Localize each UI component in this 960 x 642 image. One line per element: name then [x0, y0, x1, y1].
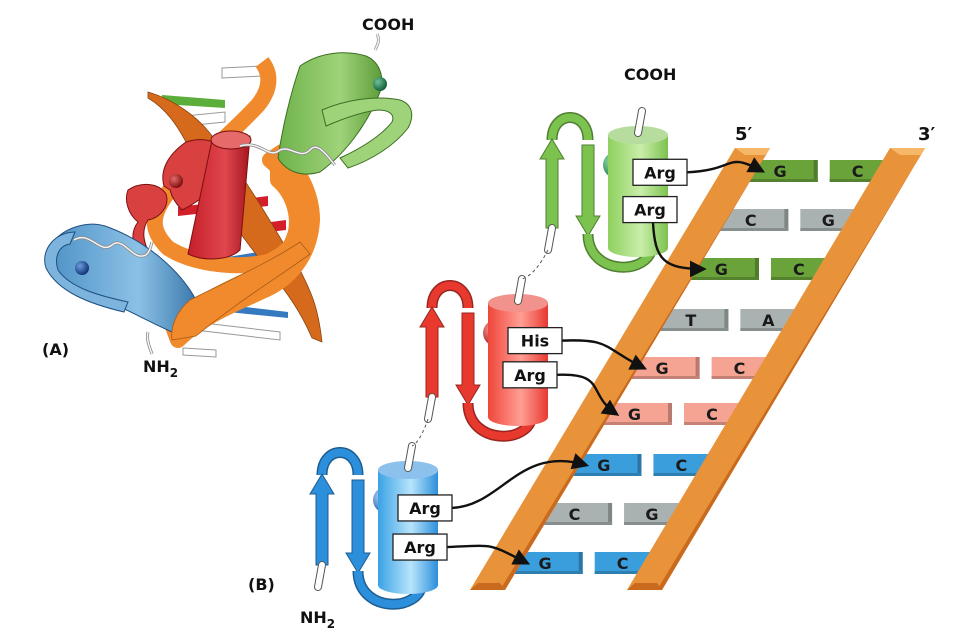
contact-arrow — [561, 339, 648, 370]
base-letter: T — [685, 311, 696, 330]
finger-linker — [521, 249, 549, 280]
base-letter: C — [617, 554, 629, 573]
base-letter: C — [675, 456, 687, 475]
beta-strand-down — [575, 144, 601, 237]
contact-arrow — [446, 544, 531, 565]
residue-contact-arg: Arg — [622, 195, 707, 278]
zinc-ion-blue — [75, 261, 89, 275]
base-letter: C — [734, 359, 746, 378]
subscript-2: 2 — [327, 617, 335, 631]
zinc-finger-blue — [309, 442, 438, 610]
dna-backbone-front-lower — [171, 241, 311, 341]
alpha-helix — [378, 461, 438, 594]
panel-a-nh2-label: NH2 — [143, 357, 178, 380]
panel-b-cooh-label: COOH — [624, 65, 676, 84]
finger-linker — [411, 418, 429, 447]
zinc-finger-red — [419, 275, 548, 442]
residue-label-box — [622, 195, 678, 224]
base-letter: G — [645, 505, 658, 524]
residue-contact-arg: Arg — [392, 533, 531, 565]
five-prime-label: 5′ — [735, 124, 753, 145]
three-prime-label: 3′ — [918, 124, 936, 145]
panel-b-label: (B) — [248, 575, 275, 594]
base-letter: G — [628, 405, 641, 424]
residue-label-box — [502, 361, 558, 389]
green-finger-3d — [277, 33, 413, 175]
residue-contact-arg: Arg — [397, 453, 590, 522]
residue-label: Arg — [404, 538, 436, 557]
base-letter: C — [852, 162, 864, 181]
zinc-ion-red — [169, 174, 183, 188]
panel-a-3d-structure: COOH (A) NH2 — [42, 15, 414, 380]
beta-strand-up — [539, 138, 565, 229]
alpha-helix — [488, 294, 548, 426]
beta-strand-up — [419, 306, 445, 398]
residue-contact-arg: Arg — [502, 361, 620, 416]
alpha-helix — [608, 126, 668, 257]
residue-label: Arg — [514, 366, 546, 385]
contact-arrow — [651, 222, 707, 278]
strand-3-prime-rail — [627, 148, 925, 590]
residue-label-box — [507, 326, 563, 355]
base-letter: G — [822, 211, 835, 230]
base-letter: A — [762, 311, 775, 330]
beta-strand-down — [345, 479, 371, 574]
residue-label: His — [521, 332, 549, 351]
residue-label: Arg — [409, 499, 441, 518]
strand-5-prime-rail — [470, 148, 770, 590]
residue-label-box — [392, 533, 448, 561]
beta-strand-up — [309, 473, 335, 566]
red-helix-3d — [187, 130, 252, 260]
base-letter: G — [655, 359, 668, 378]
base-letter: C — [745, 211, 757, 230]
residue-label-box — [397, 494, 453, 522]
base-letter: G — [774, 162, 787, 181]
panel-a-label: (A) — [42, 340, 69, 359]
residue-contact-his: His — [507, 326, 648, 370]
base-letter: C — [569, 505, 581, 524]
contact-arrow — [556, 373, 620, 416]
base-letter: G — [597, 456, 610, 475]
zinc-ion-green — [373, 77, 387, 91]
panel-b-nh2-label: NH2 — [300, 608, 335, 631]
base-letter: G — [715, 260, 728, 279]
red-finger-3d — [125, 130, 337, 260]
subscript-2: 2 — [170, 366, 178, 380]
residue-contact-arg: Arg — [632, 157, 766, 186]
zinc-finger-green — [539, 107, 668, 273]
contact-arrow — [686, 157, 766, 174]
base-letter: C — [706, 405, 718, 424]
beta-strand-down — [455, 312, 481, 406]
contact-arrow — [451, 453, 590, 510]
panel-a-cooh-label: COOH — [362, 15, 414, 34]
dna-rung-green — [162, 95, 225, 108]
residue-label: Arg — [634, 201, 666, 220]
residue-label: Arg — [644, 163, 676, 182]
base-letter: G — [539, 554, 552, 573]
base-letter: C — [793, 260, 805, 279]
residue-label-box — [632, 158, 688, 186]
